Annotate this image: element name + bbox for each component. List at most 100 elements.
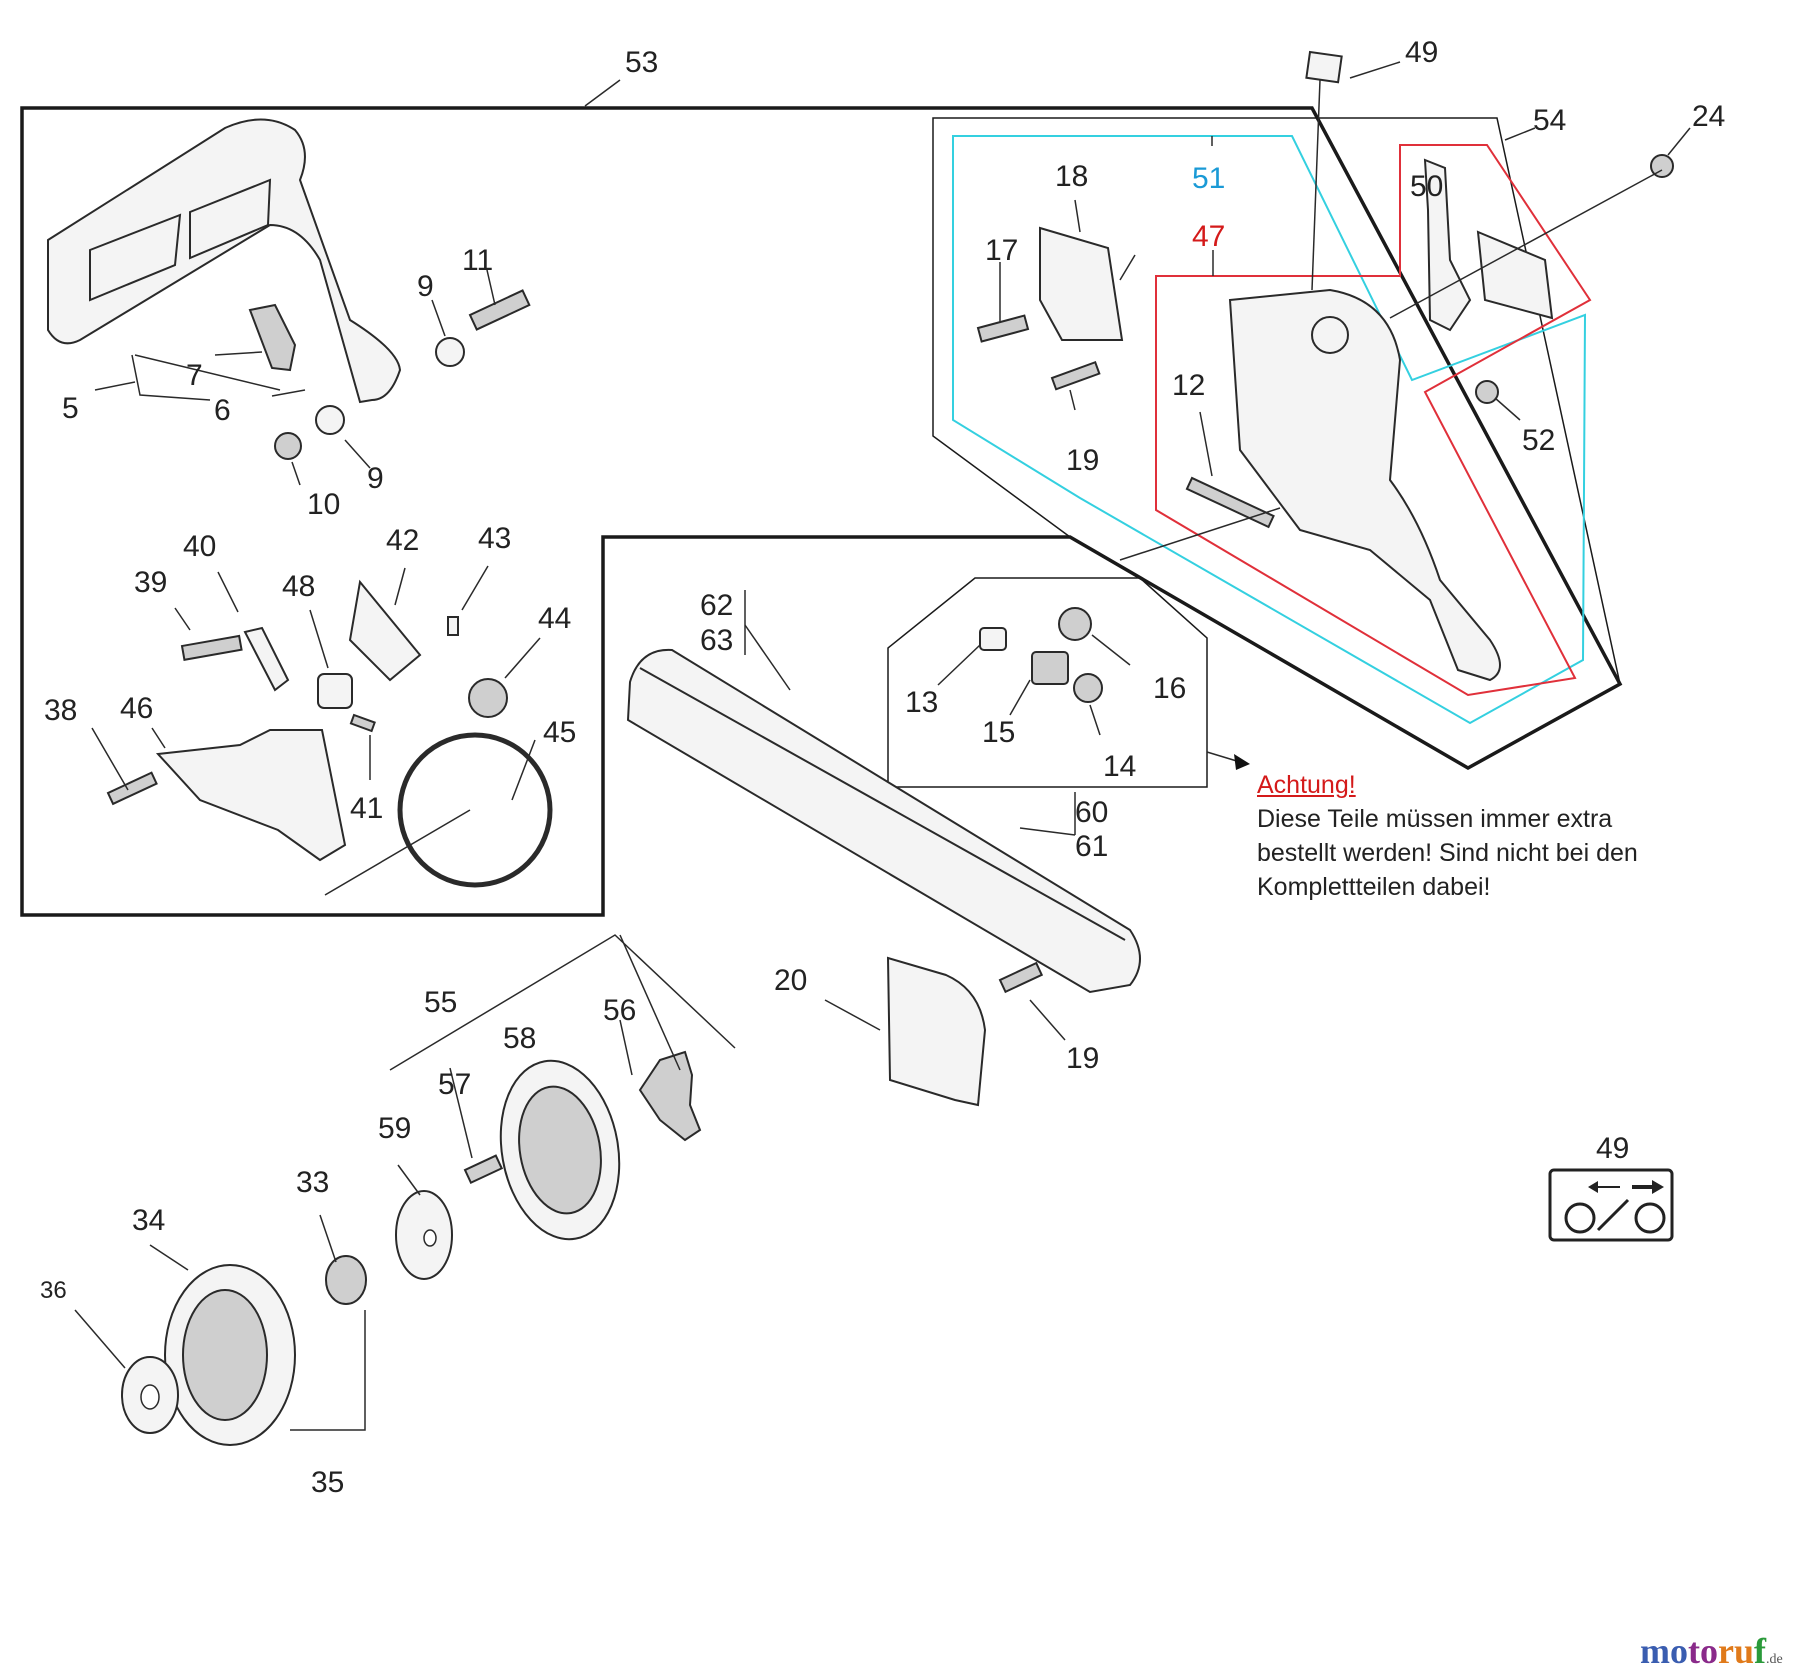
order-note: Achtung! Diese Teile müssen immer extra … xyxy=(1257,768,1777,904)
part-54-cover-hole xyxy=(1311,316,1349,354)
group-outline-54 xyxy=(932,117,1621,769)
bar-direction-icon-arrowhead-right xyxy=(1652,1180,1664,1194)
callout-49-icon: 49 xyxy=(1596,1132,1629,1165)
callout-7: 7 xyxy=(186,359,203,392)
callout-13: 13 xyxy=(905,686,938,719)
part-5-window-1 xyxy=(89,213,182,302)
note-line-3: Komplettteilen dabei! xyxy=(1257,873,1491,901)
callout-34: 34 xyxy=(132,1204,165,1237)
part-5-handguard xyxy=(47,118,402,404)
callout-16: 16 xyxy=(1153,672,1186,705)
callout-60: 60 xyxy=(1075,796,1108,829)
callout-63: 63 xyxy=(700,624,733,657)
brand-part-3: ru xyxy=(1718,1631,1754,1671)
callout-17: 17 xyxy=(985,234,1018,267)
part-50-plate xyxy=(1476,230,1554,320)
callout-52: 52 xyxy=(1522,424,1555,457)
part-17-screw xyxy=(976,314,1030,343)
part-42-plate xyxy=(348,579,422,682)
bar-direction-icon-bar xyxy=(1596,1198,1630,1232)
callout-33: 33 xyxy=(296,1166,329,1199)
part-19-screw-b xyxy=(998,961,1044,994)
callout-38: 38 xyxy=(44,694,77,727)
part-38-screw xyxy=(106,771,158,806)
callout-10: 10 xyxy=(307,488,340,521)
callout-42: 42 xyxy=(386,524,419,557)
part-9-washer-b xyxy=(315,405,345,435)
callout-51: 51 xyxy=(1192,162,1225,195)
callout-36: 36 xyxy=(40,1277,67,1304)
part-39-spring xyxy=(180,634,243,661)
part-6-pin xyxy=(271,389,306,397)
note-line-2: bestellt werden! Sind nicht bei den xyxy=(1257,839,1638,867)
callout-9-lower: 9 xyxy=(367,462,384,495)
callout-59: 59 xyxy=(378,1112,411,1145)
callout-49-top: 49 xyxy=(1405,36,1438,69)
part-57-spring xyxy=(463,1154,504,1185)
part-41-pin xyxy=(349,713,376,733)
callout-18: 18 xyxy=(1055,160,1088,193)
part-5-window-2 xyxy=(189,178,272,260)
part-49-label xyxy=(1305,50,1343,84)
part-12-stud xyxy=(1185,476,1275,529)
brand-part-4: f xyxy=(1754,1631,1766,1671)
part-48-bushing xyxy=(317,673,353,709)
callout-19-bottom: 19 xyxy=(1066,1042,1099,1075)
callout-47: 47 xyxy=(1192,220,1225,253)
part-24-nut xyxy=(1650,154,1674,178)
callout-53: 53 xyxy=(625,46,658,79)
part-11-bolt xyxy=(468,289,531,331)
callout-19-top: 19 xyxy=(1066,444,1099,477)
callout-61: 61 xyxy=(1075,830,1108,863)
part-20-chain-cover xyxy=(886,956,987,1107)
part-59-washer-hole xyxy=(423,1229,437,1247)
callout-62: 62 xyxy=(700,589,733,622)
part-54-sprocket-cover xyxy=(1228,288,1501,682)
callout-11: 11 xyxy=(462,244,493,277)
part-50-bracket xyxy=(1423,158,1472,332)
note-title: Achtung! xyxy=(1257,771,1356,799)
callout-45: 45 xyxy=(543,716,576,749)
bar-direction-icon-wheel-2 xyxy=(1634,1202,1666,1234)
group-outline-47 xyxy=(1155,144,1592,697)
part-16-gear xyxy=(1058,607,1092,641)
callout-6: 6 xyxy=(214,394,231,427)
part-10-nut xyxy=(274,432,302,460)
callout-46: 46 xyxy=(120,692,153,725)
callout-54: 54 xyxy=(1533,104,1566,137)
note-arrow-line xyxy=(1206,751,1241,763)
part-60-guide-bar xyxy=(626,648,1141,994)
part-56-clutch-hub xyxy=(638,1050,702,1142)
callout-41: 41 xyxy=(350,792,383,825)
bar-direction-icon-wheel xyxy=(1564,1202,1596,1234)
callout-5: 5 xyxy=(62,392,79,425)
brand-tld: .de xyxy=(1766,1652,1783,1667)
part-33-bearing xyxy=(325,1255,367,1305)
part-13-pin xyxy=(979,627,1007,651)
callout-labels: 53 49 54 24 51 47 50 18 17 12 52 19 11 9… xyxy=(40,36,1725,1499)
part-43-pin xyxy=(447,616,459,636)
part-62-chain xyxy=(639,667,1126,941)
brand-part-2: to xyxy=(1688,1631,1718,1671)
part-58-clutch-inner xyxy=(518,1085,602,1215)
part-9-washer-a xyxy=(435,337,465,367)
part-45-brake-band xyxy=(397,732,553,888)
callout-24: 24 xyxy=(1692,100,1725,133)
part-40-lever xyxy=(243,626,290,692)
part-7-lever xyxy=(248,303,297,372)
bar-direction-icon-arrowhead-left xyxy=(1588,1181,1598,1193)
group-outline-51 xyxy=(952,135,1587,725)
callout-39: 39 xyxy=(134,566,167,599)
callout-9-upper: 9 xyxy=(417,270,434,303)
note-arrow-head xyxy=(1234,754,1250,770)
callout-40: 40 xyxy=(183,530,216,563)
callout-14: 14 xyxy=(1103,750,1136,783)
part-34-sprocket-rim xyxy=(182,1289,268,1421)
callout-56: 56 xyxy=(603,994,636,1027)
part-14-nut xyxy=(1073,673,1103,703)
note-line-1: Diese Teile müssen immer extra xyxy=(1257,805,1613,833)
part-44-bushing xyxy=(468,678,508,718)
part-18-plate xyxy=(1039,226,1124,341)
brand-part-1: mo xyxy=(1640,1631,1688,1671)
